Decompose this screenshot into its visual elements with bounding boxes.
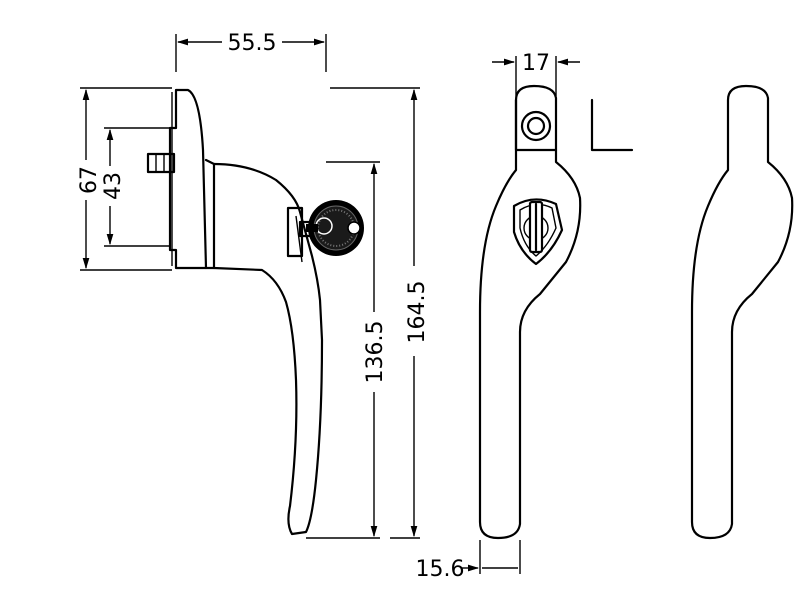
- dimension-width-top: 55.5: [175, 31, 327, 72]
- dim-width-front-top-label: 17: [522, 51, 550, 76]
- dimension-height-base-inner: 43: [101, 127, 170, 247]
- dim-width-front-bottom-label: 15.6: [416, 557, 465, 582]
- dim-height-overall-label: 164.5: [405, 281, 430, 344]
- dimension-width-front-top: 17: [492, 51, 580, 96]
- dim-height-base-inner-label: 43: [101, 172, 126, 200]
- side-view-handle: [146, 88, 324, 536]
- front-view-handle-with-dims: [478, 84, 582, 540]
- dim-height-base-outer-label: 67: [77, 166, 102, 194]
- dimension-height-base-outer: 67: [77, 87, 172, 271]
- dimension-width-front-bottom: 15.6: [416, 540, 521, 582]
- dimension-height-key-to-tip: 136.5: [306, 161, 388, 539]
- front-view-handle: [590, 84, 794, 540]
- dim-width-top-label: 55.5: [228, 31, 277, 56]
- key-icon: [306, 200, 364, 256]
- dimension-height-overall: 164.5: [330, 87, 430, 539]
- dim-height-key-to-tip-label: 136.5: [363, 321, 388, 384]
